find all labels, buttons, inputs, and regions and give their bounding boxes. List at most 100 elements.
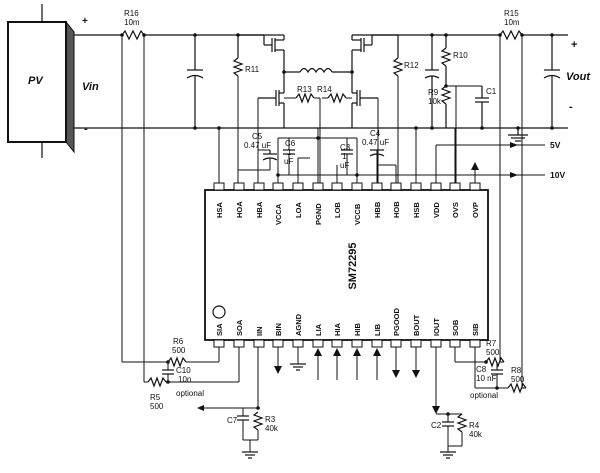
r16-name: R16 [124,9,139,18]
pin-ovp: OVP [471,202,480,218]
pin1-marker [212,305,226,319]
c3-value2: uF [340,161,349,170]
c10-name: C10 [176,366,191,375]
r8-value: 500 [511,375,525,384]
pin-hbb: HBB [373,201,382,218]
pin-hob: HOB [392,201,401,218]
pin-hba: HBA [255,201,264,218]
pin-lia: LIA [314,323,323,336]
r9-value: 10k [428,97,442,106]
top-pin-labels: HSA HOA HBA VCCA LOA PGND LOB VCCB HBB H… [215,201,480,225]
pin-hsb: HSB [412,202,421,218]
r11-name: R11 [245,65,260,74]
c4-name: C4 [370,129,381,138]
c6-value1: 1 [287,148,292,157]
inductor [282,67,354,74]
r3-name: R3 [265,415,276,424]
c1-capacitor [456,85,489,128]
c6-capacitor [283,138,295,175]
output-capacitor: + Vout - [543,35,591,128]
c1-name: C1 [486,87,497,96]
pin-agnd: AGND [294,313,303,336]
pv-plus: + [82,16,88,27]
top-pin-wiring: 5V 10V [217,126,565,183]
c6-value2: uF [284,157,293,166]
pin-hia: HIA [333,323,342,337]
pv-panel: PV Vin + - [6,4,99,158]
optional-right: optional [470,391,498,400]
c5-capacitor [238,149,278,171]
low-side-mosfet-a [257,72,285,190]
pin-soa: SOA [235,319,244,336]
optional-left: optional [176,389,204,398]
c4-capacitor [369,149,396,166]
pin-sib: SIB [471,323,480,336]
r6-value: 500 [172,346,186,355]
vout-plus: + [571,39,577,51]
bottom-pin-pads [213,339,481,348]
vout-label: Vout [566,71,591,83]
c6-name: C6 [285,139,296,148]
r12-resistor [372,34,404,190]
c5-value: 0.47 uF [244,141,271,150]
r5-value: 500 [150,402,164,411]
r8-resistor [507,382,527,394]
pin-loa: LOA [294,202,303,218]
c5-name: C5 [252,132,263,141]
pin-sia: SIA [215,323,224,336]
r4-value: 40k [469,430,483,439]
r4-name: R4 [469,421,480,430]
r10-name: R10 [453,51,468,60]
sm72295-chip [204,189,489,341]
r4-resistor [456,413,468,433]
top-rail [74,29,568,41]
pin-pgnd: PGND [314,203,323,225]
r6-name: R6 [173,337,184,346]
input-capacitor [186,35,204,128]
c7-name: C7 [227,416,238,425]
c10-value: 10n [178,375,191,384]
r11-resistor [232,35,244,190]
pin-vdd: VDD [432,202,441,218]
pin-iin: IIN [255,326,264,336]
c3-name: C3 [340,143,351,152]
rail-5v: 5V [550,140,561,150]
pv-minus: - [84,123,88,135]
pv-label: PV [28,75,44,87]
c8-name: C8 [476,365,487,374]
r3-value: 40k [265,424,279,433]
pin-sob: SOB [451,319,460,336]
pin-hoa: HOA [235,201,244,218]
pin-lib: LIB [373,323,382,336]
pin-iout: IOUT [432,318,441,336]
r9-resistor [440,85,457,190]
r5-resistor [147,376,167,388]
pin-hsa: HSA [215,202,224,218]
chip-name: SM72295 [347,242,359,289]
pin-bout: BOUT [412,314,421,336]
r5-name: R5 [150,393,161,402]
r3-resistor [252,411,264,431]
c2-name: C2 [431,421,442,430]
c8-value: 10 nF [476,374,497,383]
r14-name: R14 [317,85,332,94]
r15-resistor [499,29,523,41]
r16-resistor [121,29,145,41]
pin-vcca: VCCA [274,203,283,225]
pin-bin: BIN [274,323,283,336]
r7-name: R7 [486,339,497,348]
vout-minus: - [569,101,573,113]
bottom-pin-wiring [121,35,527,459]
r15-name: R15 [504,9,519,18]
pin-lob: LOB [333,202,342,218]
vin-label: Vin [82,81,99,93]
r15-value: 10m [504,18,520,27]
pin-ovs: OVS [451,202,460,218]
r7-resistor [485,356,505,368]
component-labels: R16 10m R15 10m R11 R12 R13 R14 R10 R9 1… [124,9,525,439]
top-pin-pads [213,182,481,191]
r9-name: R9 [428,88,439,97]
c3-value1: 1 [342,152,347,161]
r13-name: R13 [297,85,312,94]
